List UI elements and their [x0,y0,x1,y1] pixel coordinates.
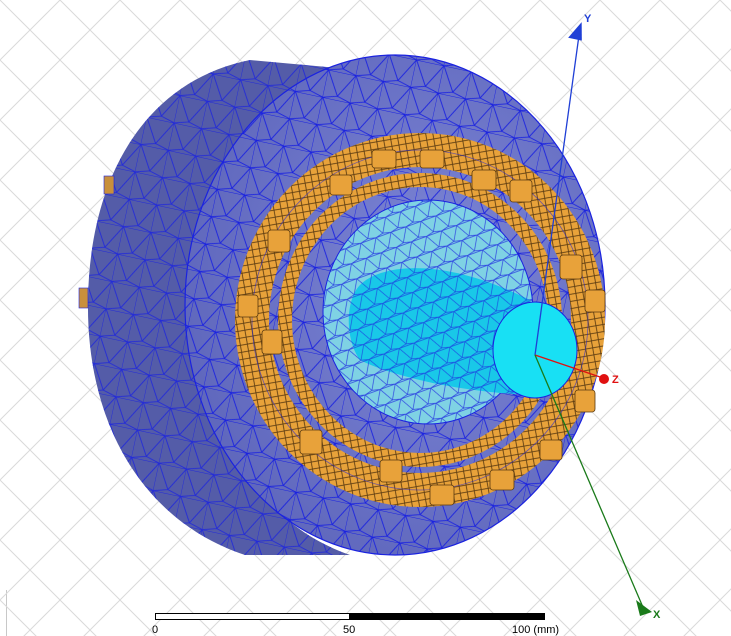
x-axis-line [534,354,646,613]
z-axis-label: Z [612,374,619,386]
x-axis-label: X [653,609,661,621]
z-axis-arrow [599,374,609,384]
y-axis-label: Y [584,13,592,25]
scale-bar-black-segment [350,613,545,620]
shaft[interactable] [348,268,578,399]
scale-tick-50: 50 [343,624,356,636]
scale-tick-0: 0 [152,624,159,636]
scale-bar-white-segment [155,613,350,620]
stator-side-mesh [87,60,360,555]
windings[interactable] [235,133,606,507]
z-axis-line [534,354,604,379]
shaft-end [492,301,578,399]
y-axis-line [534,27,581,356]
x-axis-arrow [636,600,652,616]
scale-bar: 0 50 100 (mm) [150,611,560,636]
scale-tick-100: 100 (mm) [512,624,560,636]
axis-triad: Y Z X [534,13,661,621]
y-axis-arrow [568,22,582,41]
